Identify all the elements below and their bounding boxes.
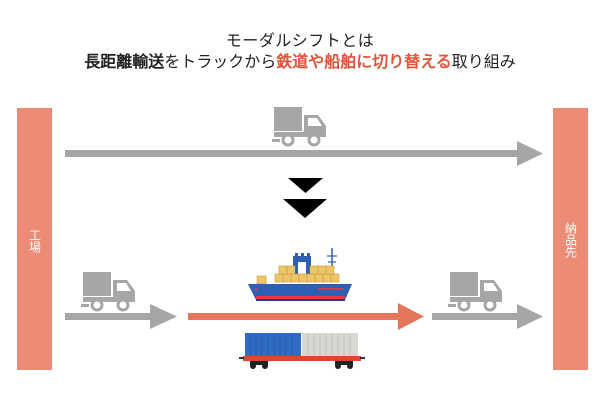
title-normal-text-2: 取り組み [451,52,516,71]
title-normal-text-1: をトラックから [164,52,277,71]
destination-bar [553,108,588,370]
title-heading: モーダルシフトとは [225,31,375,50]
truck-icon [448,272,502,312]
transition-arrow-down-1 [288,178,323,193]
origin-bar [17,108,52,370]
freight-train-icon [239,333,365,369]
title-bold-text: 長距離輸送 [84,52,165,71]
truck-icon [81,272,135,312]
transition-arrow-down-2 [283,199,327,218]
origin-label: 工場 [27,229,42,253]
truck-icon [272,107,326,147]
title-description: 長距離輸送をトラックから鉄道や船舶に切り替える取り組み [0,48,600,72]
origin-endpoint: 工場 [17,108,52,370]
top-route-arrow [65,141,543,166]
bottom-right-arrow [432,304,543,329]
container-ship-icon [248,248,352,301]
title-accent-text: 鉄道や船舶に切り替える [276,52,452,71]
destination-endpoint: 納品先 [553,108,588,370]
modal-shift-arrow [188,303,424,330]
bottom-left-arrow [65,304,177,329]
destination-label: 納品先 [563,222,578,258]
